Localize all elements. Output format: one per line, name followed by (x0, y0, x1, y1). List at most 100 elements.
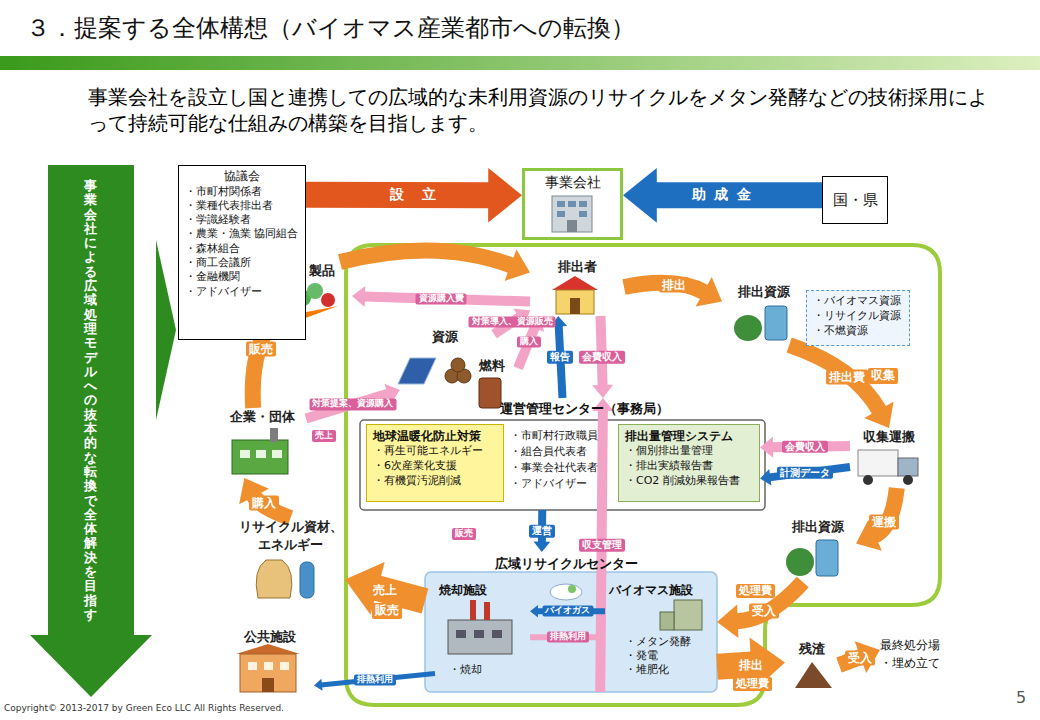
node-heading: 国・県 (833, 191, 878, 210)
office-building (552, 196, 592, 232)
node-text: ・排出実績報告書 (625, 459, 753, 474)
node-text: ・再生可能エネルギー (373, 444, 497, 459)
node-text: ・農業・漁業 協同組合 (185, 227, 299, 241)
vegetables (307, 283, 323, 299)
company-box: 事業会社 (522, 168, 623, 240)
biomass-plant (674, 600, 702, 630)
arrow-shape (30, 165, 152, 697)
edge-label: 排熱利用 (547, 632, 589, 643)
collection-icon: 収集運搬 (850, 428, 928, 488)
copyright: Copyright© 2013-2017 by Green Eco LLC Al… (4, 703, 284, 715)
flow-arrow (530, 605, 605, 618)
node-text: ・CO2 削減効果報告書 (625, 474, 753, 489)
arrow-head (352, 286, 365, 307)
node-text: ・個別排出量管理 (625, 444, 753, 459)
node-heading: 製品 (292, 262, 352, 280)
node-heading: 広域リサイクルセンター (495, 555, 638, 573)
arrow-head (488, 168, 522, 223)
factory (240, 450, 250, 458)
edge-label: 排出 (736, 657, 766, 672)
edge-label: 受入 (749, 604, 779, 619)
edge-label: バイオガス (542, 606, 593, 617)
node-text: ・商工会議所 (185, 256, 299, 270)
solar-panel (398, 358, 436, 384)
arrow-head (314, 679, 323, 691)
node-text: ・焼却 (449, 662, 482, 677)
node-heading: 資源 (395, 328, 494, 346)
management-center: 運営管理センター（事務局）・市町村行政職員・組合員代表者・事業会社代表者・アドバ… (360, 398, 765, 510)
waste-bins (786, 540, 838, 576)
flow-arrow (623, 168, 822, 223)
node-text: ・森林組合 (185, 242, 299, 256)
node-text: ・組合員代表者 (510, 444, 587, 459)
company-icon: 企業・団体 (218, 408, 306, 478)
biogas-cloud (550, 584, 582, 600)
arrow-head (696, 277, 722, 307)
arrow-head (534, 542, 551, 552)
flow-arrow (530, 631, 605, 644)
arrow-head (717, 604, 738, 638)
factory (232, 428, 288, 474)
node-text: ・リサイクル資源 (813, 309, 903, 324)
recycled-material (300, 562, 314, 598)
flow-arrow (239, 478, 290, 518)
shop (552, 276, 598, 314)
edge-label: 受入 (845, 650, 875, 665)
material-icon: リサイクル資材、エネルギー (236, 518, 345, 600)
flow-label: 収集 (868, 368, 898, 384)
factory (232, 440, 288, 474)
public-building (236, 644, 300, 692)
vegetables (321, 293, 335, 307)
node-text: ・堆肥化 (625, 662, 669, 677)
chevron (156, 240, 176, 420)
slide-title: ３．提案する全体構想（バイオマス産業都市への転換） (26, 12, 635, 44)
public-building (280, 662, 289, 670)
arrow-head (760, 469, 771, 486)
node-heading: 燃料 (466, 357, 518, 375)
node-text: ・アドバイザー (510, 476, 587, 491)
edge-label: 運搬 (869, 514, 899, 529)
edge-label: 運営 (529, 525, 555, 538)
flow-arrow-line (306, 182, 490, 209)
node-heading: 焼却施設 (439, 582, 487, 599)
edge-label: 販売 (246, 342, 276, 357)
center-panel (360, 420, 765, 510)
edge-label: 会費収入 (579, 351, 625, 364)
edge-label: 対策提案、資源購入 (309, 399, 396, 410)
biomass-plant (660, 612, 674, 630)
public-building (262, 678, 274, 692)
emitter-icon: 排出者 (530, 258, 624, 316)
arrow-head (623, 168, 657, 223)
government-box: 国・県 (822, 176, 888, 224)
fuel-drum (479, 378, 501, 408)
node-heading: 事業会社による広域処理モデルへの抜本的な転換で全体解決を目指す (84, 179, 97, 622)
landfill-box: 最終処分場・埋め立て (880, 636, 976, 676)
node-text: ・6次産業化支援 (373, 459, 497, 474)
node-heading: 運営管理センター（事務局） (500, 400, 669, 418)
chevron (156, 240, 176, 420)
frame-outline (346, 245, 940, 705)
edge-label: 排出費 (826, 369, 868, 384)
truck (858, 450, 898, 476)
node-text: ・埋め立て (880, 654, 976, 672)
node-text: ・事業会社代表者 (510, 460, 598, 475)
waste-icon: 排出資源 (722, 283, 806, 345)
arrow-head (592, 385, 613, 398)
measures-box: 地球温暖化防止対策・再生可能エネルギー・6次産業化支援・有機質汚泥削減 (366, 424, 504, 502)
center-panel (360, 420, 765, 510)
arrow-head (530, 605, 538, 618)
node-heading: 収集運搬 (850, 428, 928, 446)
truck (863, 475, 873, 485)
arrow-head (505, 249, 530, 280)
edge-label: 会費収入 (782, 440, 828, 453)
edge-label: 収支管理 (579, 539, 625, 552)
recycled-material (256, 560, 314, 598)
flow-arrow (717, 637, 785, 691)
edge-label: 購入 (249, 495, 279, 510)
incinerator (448, 620, 512, 654)
biomass-plant (660, 600, 702, 630)
node-heading: 企業・団体 (218, 408, 306, 426)
waste-bins (816, 540, 838, 576)
